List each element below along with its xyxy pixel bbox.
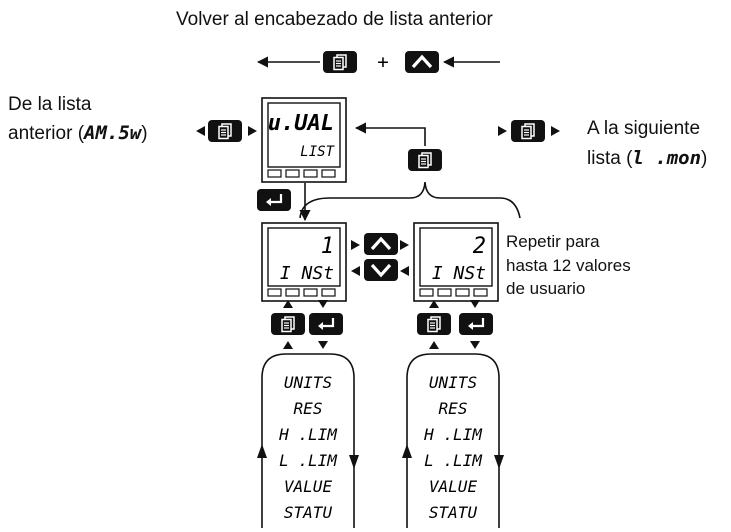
- previous-list-code: AM.5w: [84, 122, 142, 144]
- parameter-item-res: RES: [439, 399, 468, 418]
- parameter-item-statu: STATU: [284, 503, 333, 522]
- instance-display-2: 2 I NSt: [413, 222, 499, 302]
- parameter-item-res: RES: [294, 399, 323, 418]
- instance-prev-arrow: [400, 266, 409, 276]
- to-next-list-label-line1: A la siguiente: [587, 118, 701, 139]
- up-arrow-key-icon: [364, 233, 398, 255]
- parameter-item-units: UNITS: [284, 373, 332, 392]
- parameter-item-value: VALUE: [284, 477, 333, 496]
- to-next-list-suffix: ): [701, 148, 708, 169]
- list-header-display: u.UAL LIST: [261, 97, 347, 183]
- parameter-item-l-lim: L .LIM: [279, 451, 338, 470]
- instance-next-arrow-out: [400, 240, 409, 250]
- page-key-icon: [323, 51, 357, 73]
- parameter-list-2-items: UNITS RES H .LIM L .LIM VALUE STATU: [423, 373, 483, 522]
- page-key-icon: [208, 120, 242, 142]
- down-arrow-key-icon: [364, 259, 398, 281]
- exit-arrow-in: [498, 126, 507, 136]
- from-previous-list-prefix: anterior (: [8, 123, 85, 144]
- page-key-icon: [511, 120, 545, 142]
- parameter-item-units: UNITS: [429, 373, 477, 392]
- to-next-list-prefix: lista (: [587, 148, 633, 169]
- enter-key-icon: [459, 313, 493, 335]
- instance-1-bottom-readout: I NSt: [280, 263, 334, 284]
- instance-prev-arrow-out: [351, 266, 360, 276]
- page-key-icon: [408, 149, 442, 171]
- up-arrow-key-icon: [405, 51, 439, 73]
- list-header-top-readout: u.UAL: [268, 111, 334, 136]
- parameter-item-value: VALUE: [429, 477, 478, 496]
- instance-display-1: 1 I NSt: [261, 222, 347, 302]
- plus-sign: +: [377, 51, 388, 73]
- repeat-note-line1: Repetir para: [506, 232, 600, 251]
- parameter-item-l-lim: L .LIM: [424, 451, 483, 470]
- from-previous-list-label-line1: De la lista: [8, 94, 92, 115]
- page-key-icon: [417, 313, 451, 335]
- from-previous-list-label-line2: anterior (AM.5w): [8, 121, 148, 146]
- instance-1-keys: [271, 300, 343, 349]
- exit-arrow-out: [551, 126, 560, 136]
- parameter-item-statu: STATU: [429, 503, 478, 522]
- next-list-code: l .mon: [632, 147, 702, 169]
- repeat-note-line3: de usuario: [506, 279, 586, 298]
- repeat-note-line2: hasta 12 valores: [506, 256, 631, 275]
- loop-back-arrow: [354, 122, 426, 146]
- instance-2-keys: [417, 300, 493, 349]
- parameter-item-h-lim: H .LIM: [423, 425, 483, 444]
- back-to-previous-header-caption: Volver al encabezado de lista anterior: [176, 9, 493, 30]
- parameter-item-h-lim: H .LIM: [278, 425, 338, 444]
- parameter-list-1: [257, 353, 359, 528]
- curly-brace: [299, 181, 521, 219]
- entry-arrow-in: [196, 126, 205, 136]
- parameter-list-2: [402, 353, 504, 528]
- instance-1-top-readout: 1: [321, 234, 334, 259]
- page-key-icon: [271, 313, 305, 335]
- parameter-list-1-items: UNITS RES H .LIM L .LIM VALUE STATU: [278, 373, 338, 522]
- entry-arrow-out: [248, 126, 257, 136]
- list-header-bottom-readout: LIST: [300, 144, 335, 160]
- enter-key-icon: [257, 189, 291, 211]
- enter-key-icon: [309, 313, 343, 335]
- instance-2-top-readout: 2: [473, 234, 486, 259]
- instance-next-arrow: [351, 240, 360, 250]
- from-previous-list-suffix: ): [141, 123, 148, 144]
- instance-2-bottom-readout: I NSt: [432, 263, 486, 284]
- to-next-list-label-line2: lista (l .mon): [587, 146, 707, 171]
